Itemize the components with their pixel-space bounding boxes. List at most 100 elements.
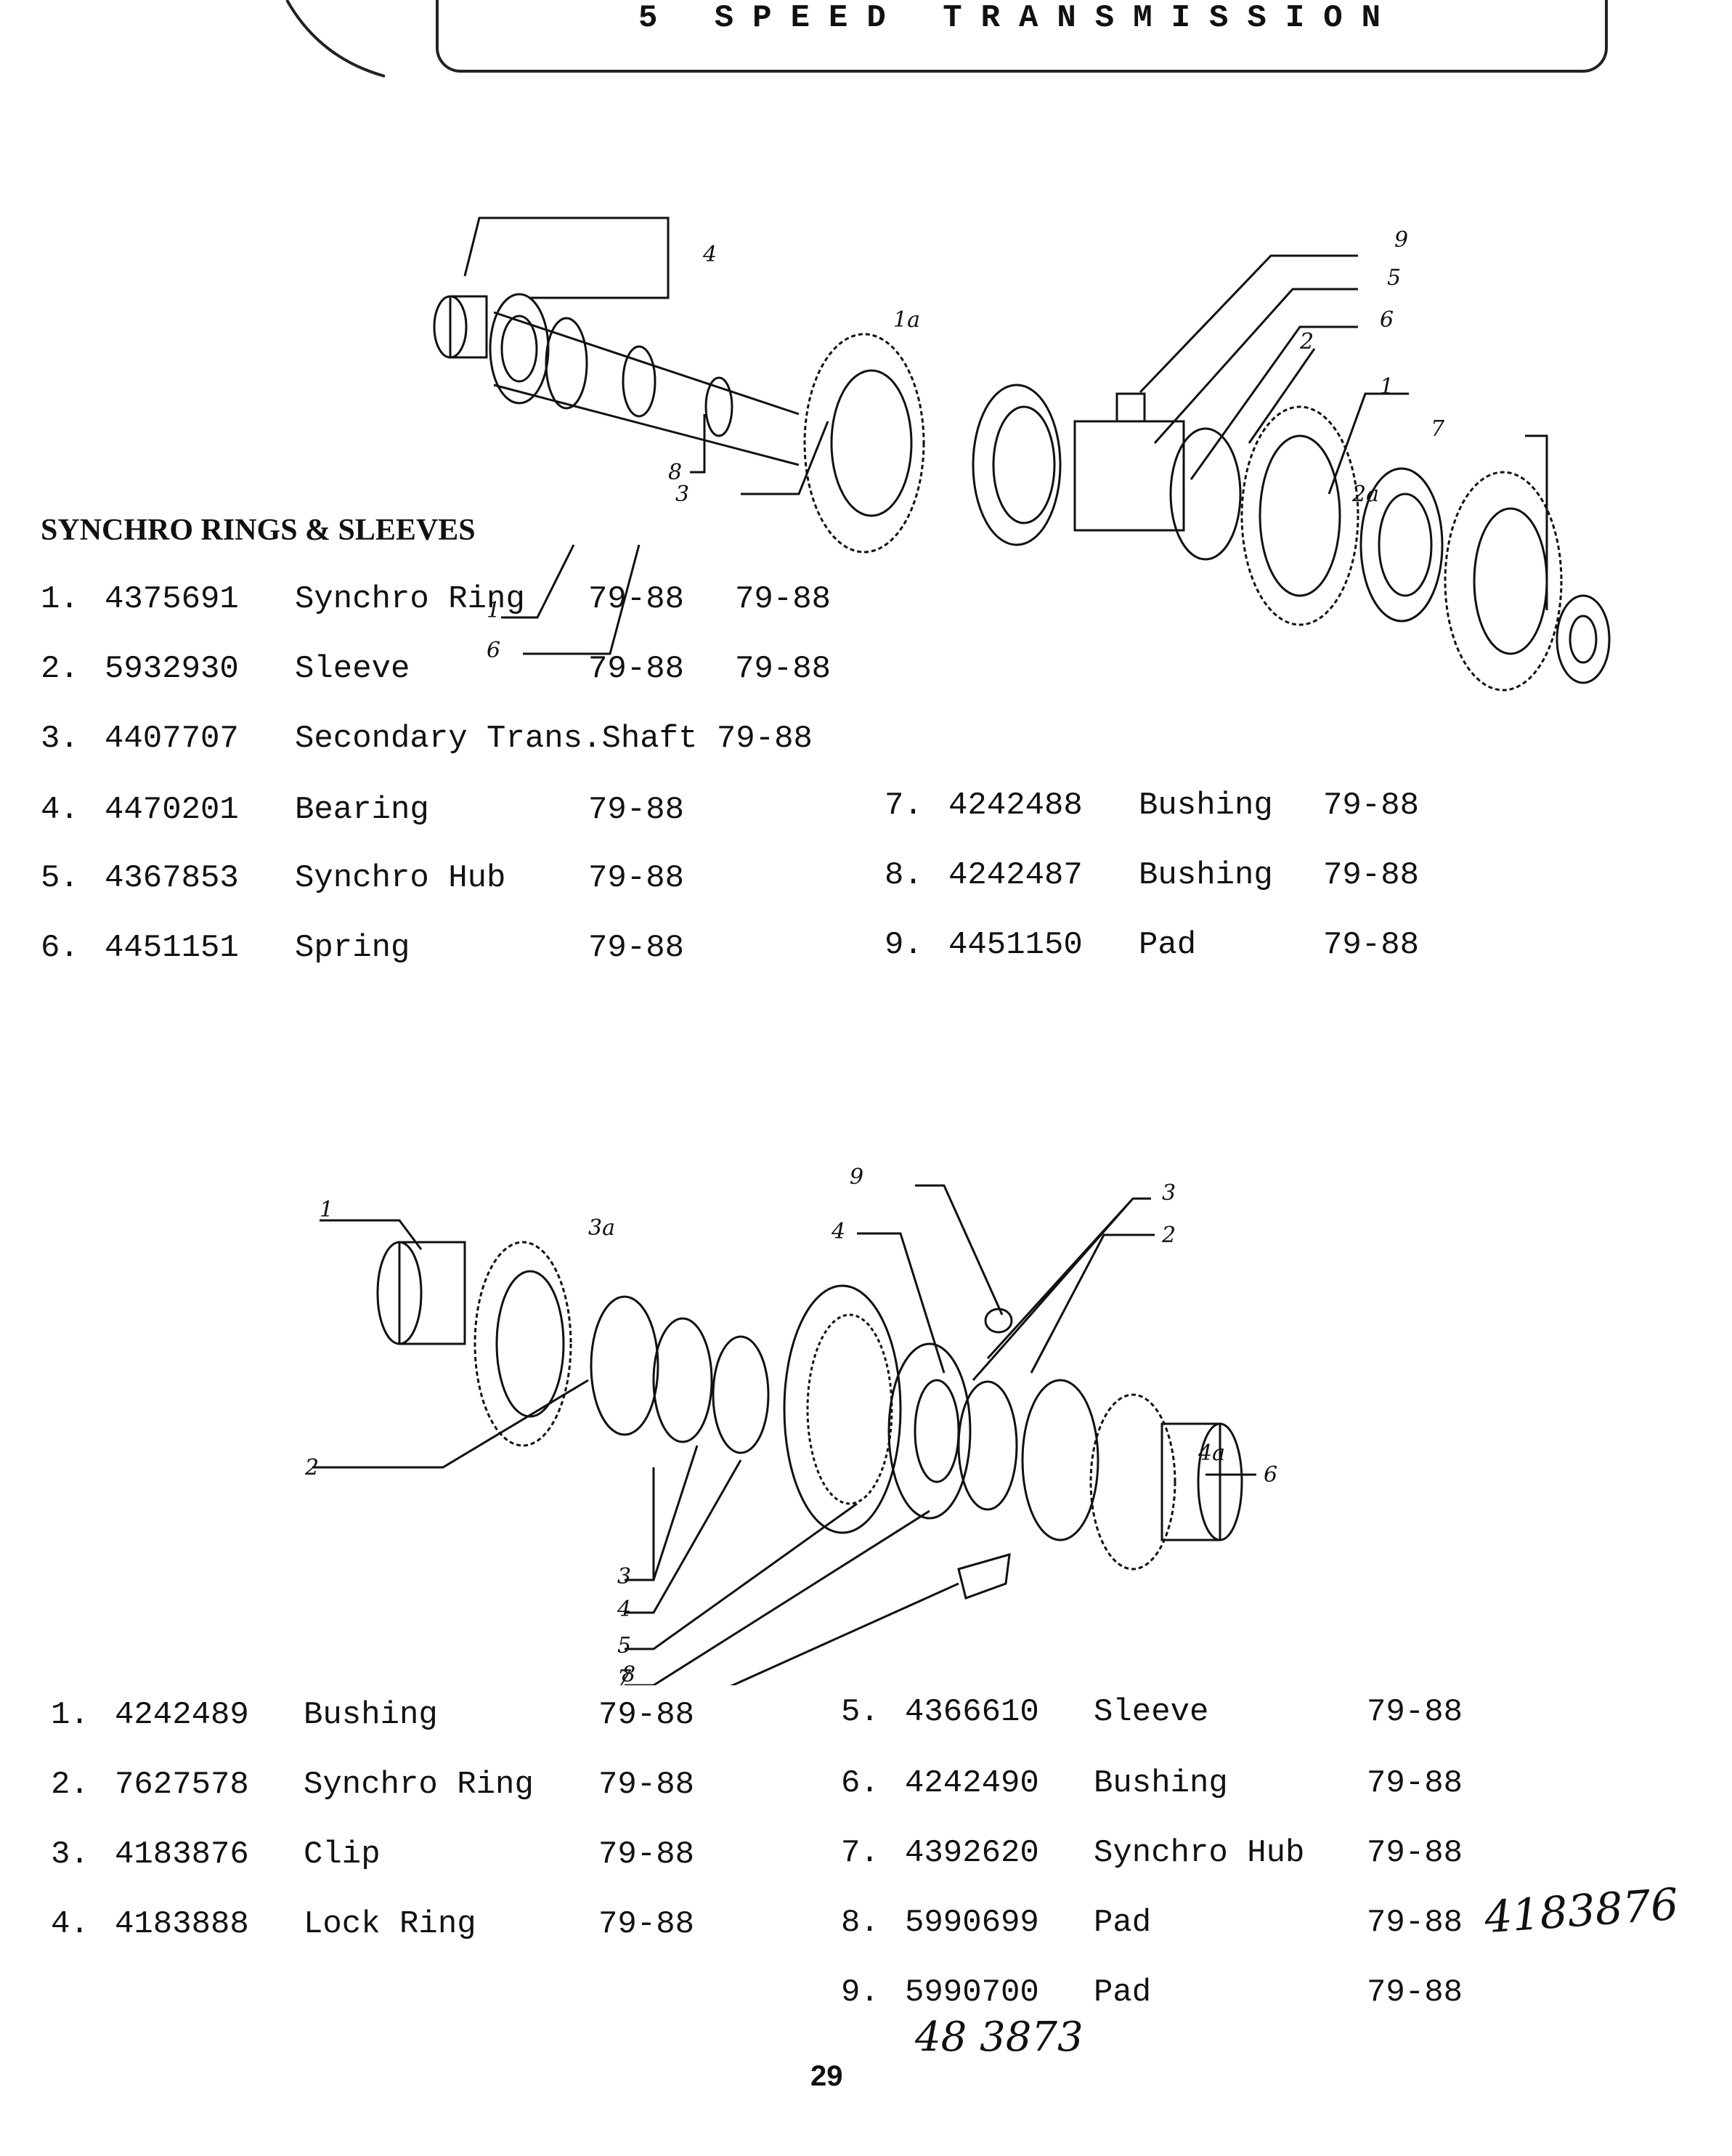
part-years: 79-88 — [1367, 1835, 1463, 1871]
part-description: Bushing — [1139, 787, 1273, 824]
parts-row-8: 8. 5990699 Pad 79-88 — [841, 1905, 1495, 1941]
part-number: 4451151 — [105, 930, 239, 966]
part-years: 79-88 — [598, 1906, 695, 1942]
parts-row-6: 6. 4242490 Bushing 79-88 — [841, 1765, 1495, 1802]
diagram-label-3a: 3a — [588, 1215, 615, 1241]
part-years: 79-88 — [598, 1836, 695, 1873]
diagram-label-5: 5 — [617, 1633, 631, 1658]
diagram-label-2a: 2a — [1351, 482, 1379, 507]
item-number: 8. — [841, 1905, 879, 1941]
parts-row-9: 9. 5990700 Pad 79-88 — [841, 1974, 1495, 2011]
item-number: 4. — [51, 1906, 89, 1942]
item-number: 7. — [841, 1835, 879, 1871]
parts-row-3: 3. 4183876 Clip 79-88 — [51, 1836, 806, 1873]
part-number: 5990699 — [905, 1905, 1039, 1941]
part-number: 4366610 — [905, 1694, 1039, 1730]
part-number: 5932930 — [105, 651, 239, 687]
part-description: Sleeve — [295, 651, 410, 687]
part-number: 4392620 — [905, 1835, 1039, 1871]
item-number: 5. — [841, 1694, 879, 1730]
parts-row-9: 9. 4451150 Pad 79-88 — [885, 927, 1538, 963]
part-years: 79-88 — [1367, 1905, 1463, 1941]
item-number: 1. — [51, 1697, 89, 1733]
part-number: 4242490 — [905, 1765, 1039, 1802]
diagram-label-7: 7 — [617, 1666, 632, 1685]
part-description: Pad — [1094, 1974, 1152, 2011]
header-corner-curve — [285, 0, 386, 78]
part-number: 4367853 — [105, 860, 239, 896]
part-description: Synchro Ring — [295, 581, 525, 617]
diagram-label-9: 9 — [1394, 227, 1408, 253]
item-number: 3. — [51, 1836, 89, 1873]
diagram-label-4: 4 — [702, 242, 717, 267]
diagram-label-3b: 3 — [617, 1564, 631, 1589]
header-frame — [436, 0, 1608, 73]
diagram-label-4a: 4a — [1198, 1440, 1225, 1466]
part-number: 4407707 — [105, 721, 239, 757]
part-description: Bushing — [1094, 1765, 1228, 1802]
diagram-label-1a: 1a — [893, 307, 920, 333]
part-description: Bushing — [304, 1697, 438, 1733]
item-number: 8. — [885, 857, 923, 893]
page-title: 5 SPEED TRANSMISSION — [638, 0, 1400, 36]
part-years: 79-88 — [598, 1697, 695, 1733]
parts-row-5: 5. 4366610 Sleeve 79-88 — [841, 1694, 1495, 1730]
part-years: 79-88 — [1367, 1694, 1463, 1730]
part-years-2: 79-88 — [735, 581, 832, 617]
parts-row-6: 6. 4451151 Spring 79-88 — [41, 930, 912, 966]
part-years: 79-88 — [598, 1767, 695, 1803]
part-years: 79-88 — [1323, 857, 1420, 893]
part-years: 79-88 — [1323, 927, 1420, 963]
parts-row-1: 1. 4375691 Synchro Ring 79-88 79-88 — [41, 581, 912, 617]
part-description: Lock Ring — [304, 1906, 476, 1942]
diagram-label-2: 2 — [1299, 329, 1314, 354]
part-years: 79-88 — [588, 651, 685, 687]
part-description: Secondary Trans.Shaft 79-88 — [295, 721, 813, 757]
diagram-label-1: 1 — [320, 1197, 333, 1223]
part-description: Bushing — [1139, 857, 1273, 893]
parts-row-7: 7. 4392620 Synchro Hub 79-88 — [841, 1835, 1495, 1871]
diagram-label-3: 3 — [1162, 1180, 1176, 1206]
item-number: 4. — [41, 792, 79, 828]
part-description: Bearing — [295, 792, 429, 828]
part-description: Synchro Ring — [304, 1767, 534, 1803]
diagram-label-9: 9 — [850, 1164, 863, 1190]
diagram-label-3: 3 — [675, 482, 689, 507]
diagram-label-5: 5 — [1387, 265, 1401, 291]
part-number: 4242489 — [115, 1697, 249, 1733]
parts-row-5: 5. 4367853 Synchro Hub 79-88 — [41, 860, 912, 896]
part-number: 4183888 — [115, 1906, 249, 1942]
part-years: 79-88 — [1367, 1974, 1463, 2011]
part-description: Pad — [1139, 927, 1197, 963]
part-years: 79-88 — [588, 930, 685, 966]
part-number: 4242487 — [948, 857, 1083, 893]
part-years: 79-88 — [588, 581, 685, 617]
diagram-label-8: 8 — [622, 1662, 636, 1687]
parts-row-4: 4. 4470201 Bearing 79-88 — [41, 792, 912, 828]
diagram-label-1: 1 — [1380, 374, 1394, 400]
diagram-label-6b: 6 — [487, 638, 500, 663]
item-number: 6. — [41, 930, 79, 966]
item-number: 9. — [841, 1974, 879, 2011]
part-number: 4242488 — [948, 787, 1083, 824]
parts-row-7: 7. 4242488 Bushing 79-88 — [885, 787, 1538, 824]
page-number: 29 — [810, 2060, 843, 2092]
part-years: 79-88 — [588, 792, 685, 828]
item-number: 3. — [41, 721, 79, 757]
diagram-label-2: 2 — [1161, 1223, 1176, 1248]
part-years: 79-88 — [1323, 787, 1420, 824]
part-years: 79-88 — [588, 860, 685, 896]
part-number: 4470201 — [105, 792, 239, 828]
parts-row-1: 1. 4242489 Bushing 79-88 — [51, 1697, 806, 1733]
part-description: Clip — [304, 1836, 381, 1873]
parts-row-2: 2. 7627578 Synchro Ring 79-88 — [51, 1767, 806, 1803]
part-number: 4451150 — [948, 927, 1083, 963]
parts-row-2: 2. 5932930 Sleeve 79-88 79-88 — [41, 651, 912, 687]
diagram-label-1b: 1 — [487, 598, 500, 623]
item-number: 1. — [41, 581, 79, 617]
parts-row-8: 8. 4242487 Bushing 79-88 — [885, 857, 1538, 893]
diagram-label-8: 8 — [668, 460, 682, 485]
section-heading: SYNCHRO RINGS & SLEEVES — [41, 514, 476, 547]
part-number: 4183876 — [115, 1836, 249, 1873]
part-number: 5990700 — [905, 1974, 1039, 2011]
